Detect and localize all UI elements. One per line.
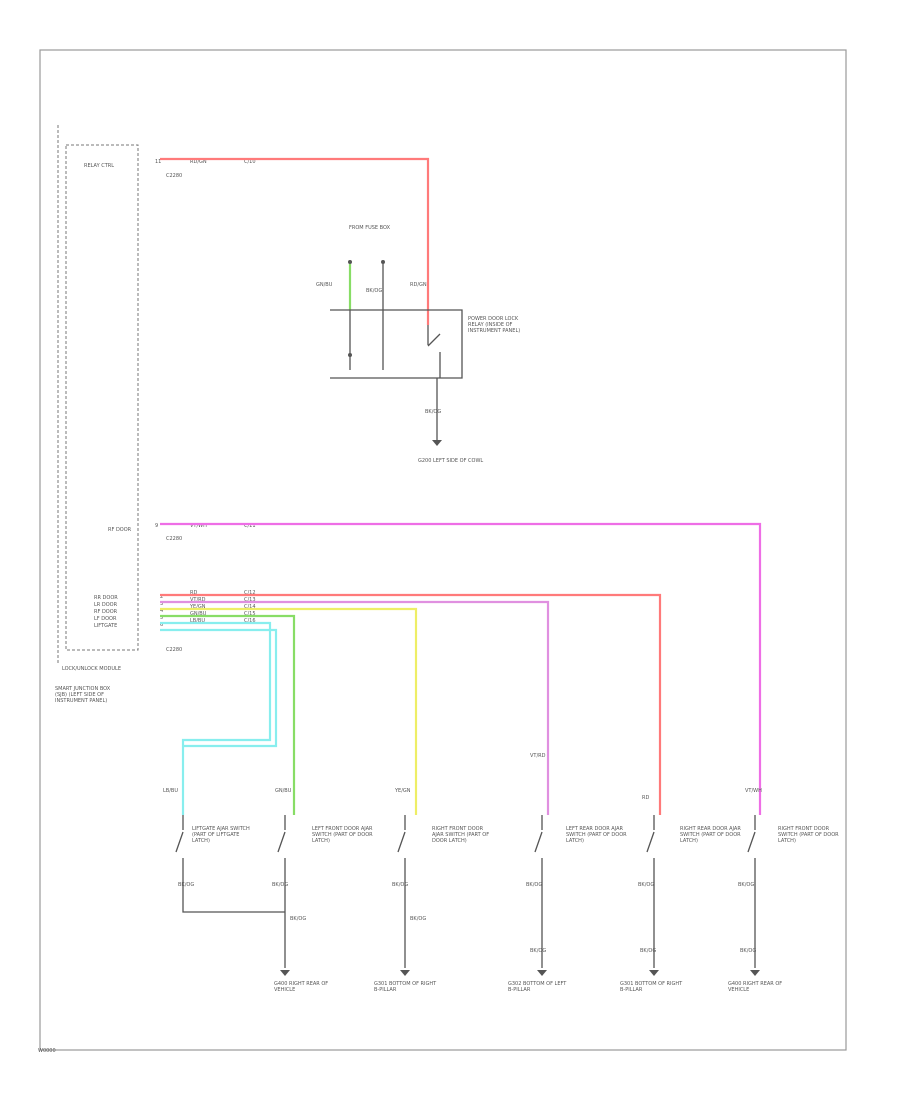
svg-text:BK/OG: BK/OG	[178, 882, 194, 888]
wire-b2-circuit: C/13	[244, 597, 256, 603]
relay-fuse-label: FROM FUSE BOX	[349, 225, 391, 231]
wire-b4-pin: 5	[160, 615, 163, 621]
svg-text:BK/OG: BK/OG	[410, 916, 426, 922]
wire-b2-name: LR DOOR	[94, 602, 118, 608]
switch-liftgate: LB/BU LIFTGATE AJAR SWITCH(PART OF LIFTG…	[163, 788, 276, 913]
wire-relay-ctrl-pin: 11	[155, 159, 161, 165]
wire-relay-ctrl-circuit: C/10	[244, 159, 256, 165]
svg-text:BK/OG: BK/OG	[738, 882, 754, 888]
svg-text:LB/BU: LB/BU	[163, 788, 178, 794]
wire-b1-circuit: C/12	[244, 590, 256, 596]
wire-mid-code: VT/WH	[190, 523, 207, 529]
wire-mid: RF DOOR 9 VT/WH C/11	[108, 522, 762, 815]
relay-ground-label: G200 LEFT SIDE OF COWL	[418, 458, 483, 464]
relay-terminal-2	[381, 260, 385, 264]
wire-b3-pin: 4	[160, 608, 163, 614]
svg-text:BK/OG: BK/OG	[638, 882, 654, 888]
wire-b5-code: LB/BU	[190, 618, 205, 624]
diagram-frame	[39, 49, 847, 1051]
relay-ground-wire: BK/OG	[425, 409, 441, 415]
wire-b3-circuit: C/14	[244, 604, 256, 610]
connector-code-bottom: C2280	[166, 647, 182, 653]
svg-text:VT/RD: VT/RD	[530, 753, 546, 759]
relay-pin-label-1: GN/BU	[316, 282, 333, 288]
wire-relay-ctrl-code: RD/GN	[190, 159, 207, 165]
wire-b2-code: VT/RD	[190, 597, 206, 603]
wire-b4-code: GN/BU	[190, 611, 207, 617]
footer-code: W0000	[38, 1048, 56, 1054]
module-block: LOCK/UNLOCK MODULE SMART JUNCTION BOX(SJ…	[55, 125, 182, 704]
svg-text:GN/BU: GN/BU	[275, 788, 292, 794]
wire-b1-code: RD	[190, 590, 197, 596]
wire-b1-name: RR DOOR	[94, 595, 118, 601]
wire-b3-name: RF DOOR	[94, 609, 118, 615]
wire-relay-ctrl: RELAY CTRL 11 RD/GN C/10	[84, 157, 430, 325]
wire-b5-circuit: C/16	[244, 618, 256, 624]
svg-text:BK/OG: BK/OG	[290, 916, 306, 922]
wire-b1-pin: 2	[160, 594, 163, 600]
svg-text:RD: RD	[642, 795, 649, 801]
wire-bundle: RR DOOR LR DOOR RF DOOR LF DOOR LIFTGATE…	[94, 590, 662, 815]
svg-text:VT/WH: VT/WH	[745, 788, 762, 794]
relay-pin-label-2: BK/OG	[366, 288, 382, 294]
wire-mid-circuit: C/11	[244, 523, 256, 529]
door-lock-relay: FROM FUSE BOX GN/BU BK/OG RD/GN POWER DO…	[316, 225, 520, 464]
svg-text:BK/OG: BK/OG	[740, 948, 756, 954]
svg-text:BK/OG: BK/OG	[272, 882, 288, 888]
wire-b5-pin: 6	[160, 622, 163, 628]
module-note: LOCK/UNLOCK MODULE	[62, 666, 121, 672]
wire-b4-circuit: C/15	[244, 611, 256, 617]
svg-text:BK/OG: BK/OG	[392, 882, 408, 888]
ground-symbol	[432, 440, 442, 446]
wire-b4-name: LF DOOR	[94, 616, 117, 622]
connector-code-top: C2280	[166, 173, 182, 179]
wire-b2-pin: 3	[160, 601, 163, 607]
relay-terminal-1	[348, 260, 352, 264]
wire-mid-name: RF DOOR	[108, 527, 132, 533]
svg-text:YE/GN: YE/GN	[394, 788, 411, 794]
wire-mid-pin: 9	[155, 523, 158, 529]
svg-text:BK/OG: BK/OG	[526, 882, 542, 888]
wire-b3-code: YE/GN	[189, 604, 206, 610]
svg-text:BK/OG: BK/OG	[530, 948, 546, 954]
connector-code-mid: C2280	[166, 536, 182, 542]
wire-relay-ctrl-name: RELAY CTRL	[84, 163, 114, 169]
svg-text:BK/OG: BK/OG	[640, 948, 656, 954]
relay-pin-label-3: RD/GN	[410, 282, 427, 288]
wire-b5-name: LIFTGATE	[94, 623, 117, 629]
